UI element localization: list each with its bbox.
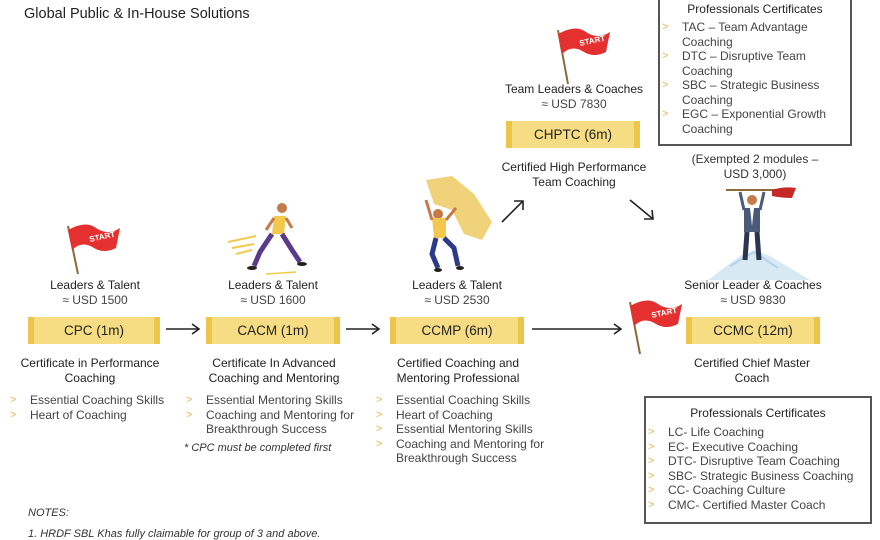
ccmc-audience: Senior Leader & Coaches ≈ USD 9830 xyxy=(678,278,828,308)
list-item: Essential Coaching Skills xyxy=(8,393,188,408)
box-heading: Professionals Certificates xyxy=(690,406,826,420)
list-item: LC- Life Coaching xyxy=(646,425,870,440)
price-label: ≈ USD 1600 xyxy=(240,293,306,307)
chptc-audience: Team Leaders & Coaches ≈ USD 7830 xyxy=(496,82,652,112)
arrow-icon xyxy=(532,323,623,335)
ccmp-module-list: Essential Coaching Skills Heart of Coach… xyxy=(374,393,554,466)
list-item: EC- Executive Coaching xyxy=(646,440,870,455)
start-flag-icon: START xyxy=(67,224,120,275)
audience-label: Senior Leader & Coaches xyxy=(684,278,822,292)
list-item: SBC- Strategic Business Coaching xyxy=(646,469,870,484)
certificate-list: LC- Life Coaching EC- Executive Coaching… xyxy=(646,425,870,512)
cpc-course-bar: CPC (1m) xyxy=(28,317,160,344)
list-item: TAC – Team Advantage Coaching xyxy=(660,20,844,49)
list-item: SBC – Strategic Business Coaching xyxy=(660,78,844,107)
list-item: Essential Mentoring Skills xyxy=(374,422,554,437)
list-item: CC- Coaching Culture xyxy=(646,483,870,498)
price-label: ≈ USD 7830 xyxy=(541,97,607,111)
list-item: Coaching and Mentoring for Breakthrough … xyxy=(184,408,364,437)
certificate-list: TAC – Team Advantage Coaching DTC – Disr… xyxy=(660,20,844,136)
list-item: Essential Mentoring Skills xyxy=(184,393,364,408)
arrow-icon xyxy=(346,323,381,335)
cacm-course-name: Certificate In Advanced Coaching and Men… xyxy=(208,356,340,385)
audience-label: Leaders & Talent xyxy=(50,278,140,292)
cacm-audience: Leaders & Talent ≈ USD 1600 xyxy=(198,278,348,308)
prerequisite-note: * CPC must be completed first xyxy=(184,442,332,454)
price-label: ≈ USD 1500 xyxy=(62,293,128,307)
list-item: DTC – Disruptive Team Coaching xyxy=(660,49,844,78)
price-label: ≈ USD 9830 xyxy=(720,293,786,307)
list-item: DTC- Disruptive Team Coaching xyxy=(646,454,870,469)
chptc-course-bar: CHPTC (6m) xyxy=(506,121,640,148)
ccmp-audience: Leaders & Talent ≈ USD 2530 xyxy=(382,278,532,308)
start-flag-icon: START xyxy=(629,300,682,355)
list-item: Coaching and Mentoring for Breakthrough … xyxy=(374,437,554,466)
arrow-icon xyxy=(629,199,654,220)
ccmp-course-name: Certified Coaching and Mentoring Profess… xyxy=(396,356,520,385)
climber-illustration xyxy=(424,176,492,272)
box-heading: Professionals Certificates xyxy=(687,2,823,16)
runner-illustration xyxy=(227,203,307,275)
cpc-module-list: Essential Coaching Skills Heart of Coach… xyxy=(8,393,188,422)
list-item: Essential Coaching Skills xyxy=(374,393,554,408)
notes-line: 1. HRDF SBL Khas fully claimable for gro… xyxy=(28,528,321,540)
arrow-icon xyxy=(166,323,201,335)
notes-heading: NOTES: xyxy=(28,507,69,519)
audience-label: Leaders & Talent xyxy=(412,278,502,292)
cpc-audience: Leaders & Talent ≈ USD 1500 xyxy=(20,278,170,308)
start-flag-icon: START xyxy=(557,28,610,85)
chptc-course-name: Certified High Performance Team Coaching xyxy=(501,160,647,189)
cacm-module-list: Essential Mentoring Skills Coaching and … xyxy=(184,393,364,437)
exemption-note: (Exempted 2 modules – USD 3,000) xyxy=(691,152,819,181)
list-item: CMC- Certified Master Coach xyxy=(646,498,870,513)
cacm-course-bar: CACM (1m) xyxy=(206,317,340,344)
arrow-icon xyxy=(501,200,524,223)
audience-label: Leaders & Talent xyxy=(228,278,318,292)
ccmc-course-name: Certified Chief Master Coach xyxy=(693,356,811,385)
list-item: Heart of Coaching xyxy=(374,408,554,423)
ccmc-certificates-box: Professionals Certificates LC- Life Coac… xyxy=(644,396,872,524)
audience-label: Team Leaders & Coaches xyxy=(504,82,644,96)
cpc-course-name: Certificate in Performance Coaching xyxy=(20,356,160,385)
leader-summit-illustration xyxy=(708,187,810,280)
chptc-certificates-box: Professionals Certificates TAC – Team Ad… xyxy=(658,0,852,146)
page-title: Global Public & In-House Solutions xyxy=(24,6,250,22)
ccmp-course-bar: CCMP (6m) xyxy=(390,317,524,344)
price-label: ≈ USD 2530 xyxy=(424,293,490,307)
list-item: EGC – Exponential Growth Coaching xyxy=(660,107,844,136)
ccmc-course-bar: CCMC (12m) xyxy=(686,317,820,344)
list-item: Heart of Coaching xyxy=(8,408,188,423)
